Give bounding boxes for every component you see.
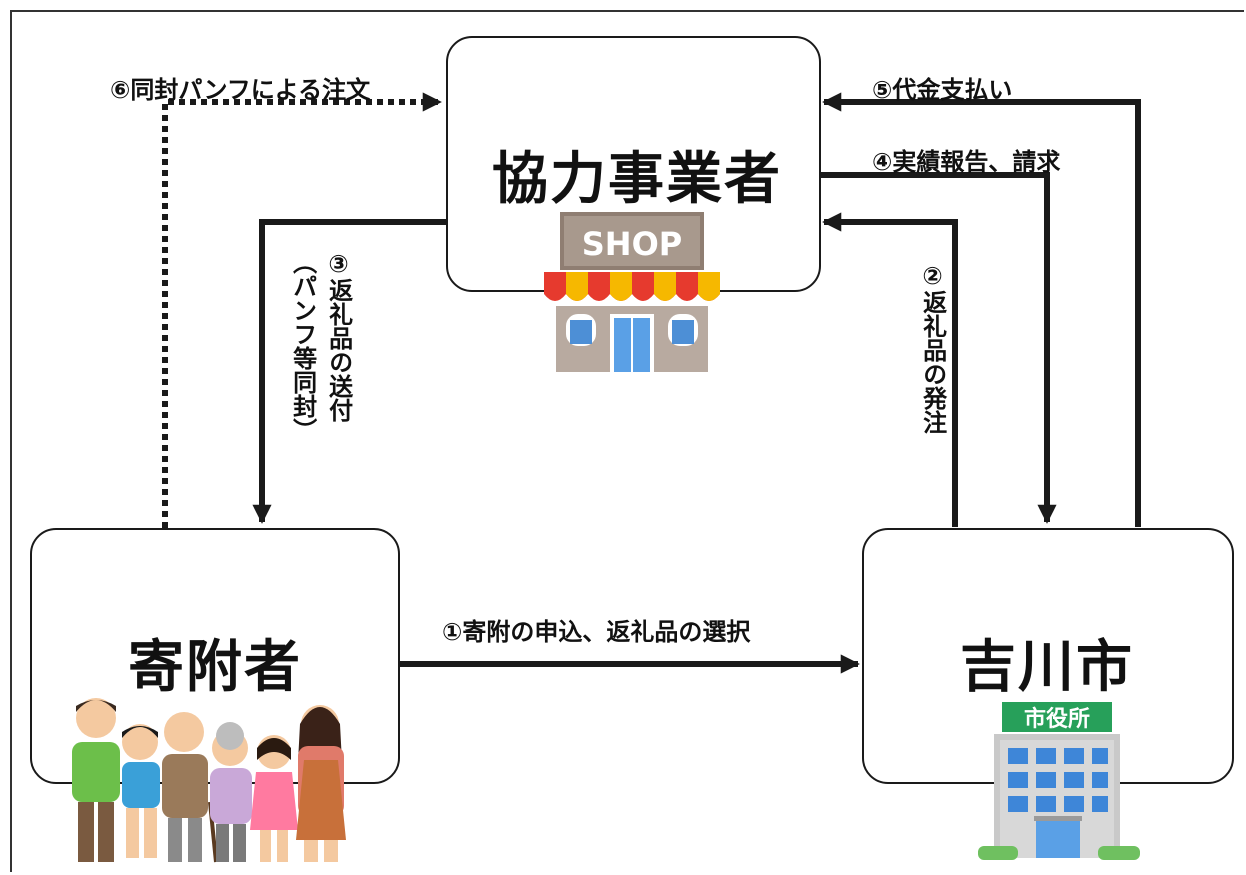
partner-title: 協力事業者 xyxy=(492,147,782,212)
family-icon xyxy=(72,698,346,863)
shop-icon: SHOP xyxy=(544,212,720,372)
flow-3-sublabel: （パンフ等同封） xyxy=(288,250,317,442)
city-hall-icon: 市役所 xyxy=(978,702,1140,860)
arrow-4-report xyxy=(820,172,1057,524)
arrow-5-payment xyxy=(822,92,1141,527)
arrow-3-delivery xyxy=(252,219,446,524)
flow-5-label: ⑤代金支払い xyxy=(872,76,1013,104)
flow-2-label: ②返礼品の発注 xyxy=(918,262,947,434)
flow-3-label: ③返礼品の送付 xyxy=(324,250,353,422)
city-title: 吉川市 xyxy=(960,635,1134,700)
city-hall-sign-text: 市役所 xyxy=(1024,706,1090,732)
flow-6-label: ⑥同封パンフによる注文 xyxy=(110,76,371,104)
flow-4-label: ④実績報告、請求 xyxy=(872,148,1061,176)
arrow-6-order xyxy=(162,92,442,528)
outer-frame xyxy=(10,10,1244,872)
arrow-2-order xyxy=(822,212,958,527)
shop-sign-text: SHOP xyxy=(582,225,682,263)
flow-1-label: ①寄附の申込、返礼品の選択 xyxy=(442,618,751,646)
donor-title: 寄附者 xyxy=(128,635,302,700)
